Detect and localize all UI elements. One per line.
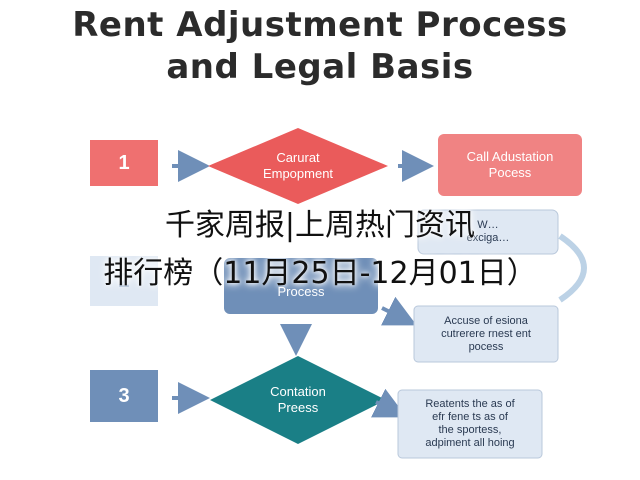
step-2-right-box <box>413 305 559 363</box>
step-1-box-label: Call Adustation Pocess <box>466 149 554 180</box>
step-2-left-box-label: Process <box>277 284 325 299</box>
overlay-caption-line-2: 排行榜（11月25日-12月01日） <box>103 256 537 291</box>
overlay-caption-line-1: 千家周报|上周热门资讯 <box>164 208 476 243</box>
step-3-number-box <box>90 370 158 422</box>
arrow-2a <box>380 296 417 326</box>
title-line-1: Rent Adjustment Process <box>72 5 568 45</box>
step-2-right-box-label: Accuse of esiona cutrerere rnest ent poc… <box>441 314 531 353</box>
step-1-number-box <box>90 140 158 186</box>
step-1-diamond-label: Carurat Empopment <box>262 150 334 181</box>
diagram-title: Rent Adjustment Process and Legal Basis <box>0 4 640 88</box>
step-2-right-top-box <box>417 209 559 255</box>
step-1-box <box>438 134 582 196</box>
step-1-diamond <box>208 128 388 204</box>
step-2-left-box <box>224 258 378 314</box>
step-3-diamond <box>210 356 386 444</box>
step-2-curve <box>558 233 587 303</box>
arrow-3b <box>370 388 407 418</box>
step-2-number-box <box>90 256 158 306</box>
step-3-number: 3 <box>118 385 130 407</box>
step-3-diamond-label: Contation Preess <box>270 384 326 415</box>
step-3-box <box>397 389 543 459</box>
title-line-2: and Legal Basis <box>166 47 474 87</box>
step-1-number: 1 <box>118 152 130 174</box>
step-2-number: 2 <box>118 270 130 292</box>
step-2-right-top-label: W… exciga… <box>466 219 510 244</box>
step-3-box-label: Reatents the as of efr fene ts as of the… <box>425 398 515 449</box>
